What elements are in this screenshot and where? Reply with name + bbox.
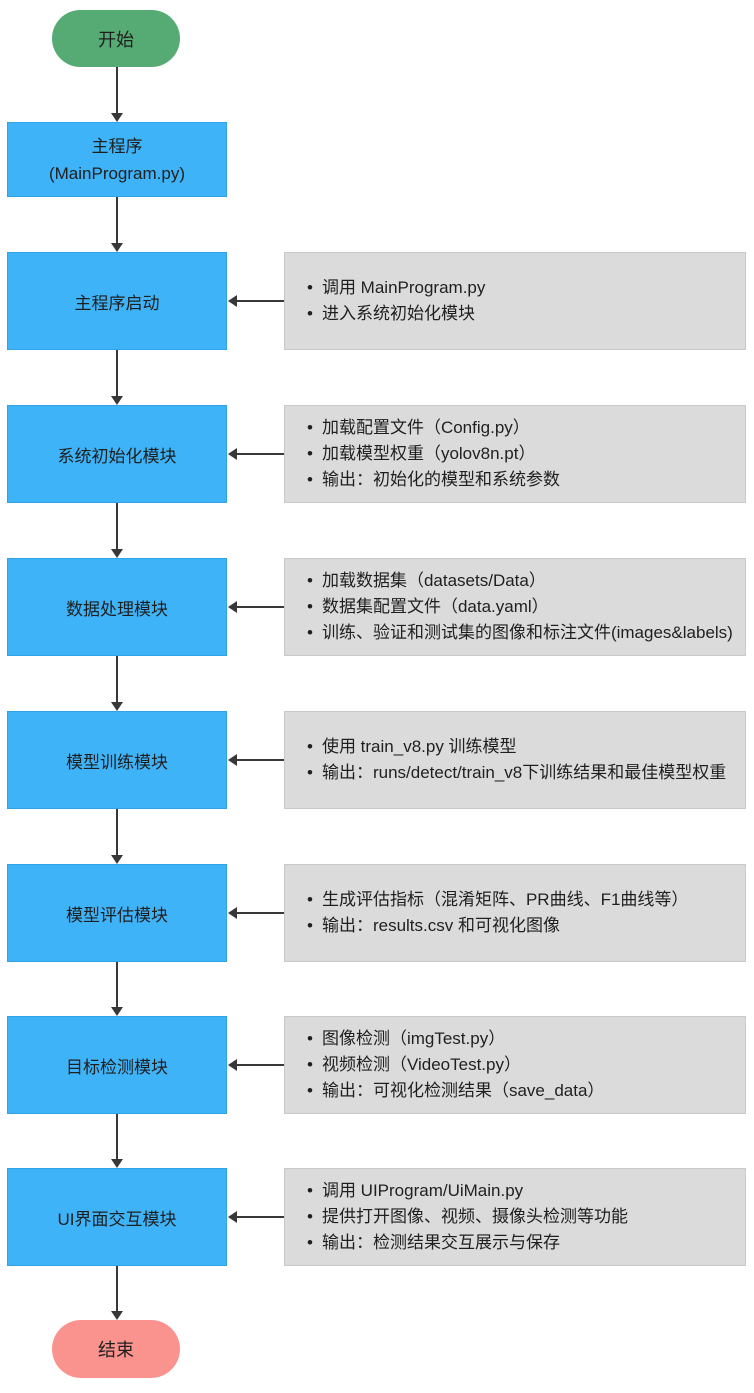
note-box: 调用 UIProgram/UiMain.py 提供打开图像、视频、摄像头检测等功… (284, 1168, 746, 1266)
note-box: 图像检测（imgTest.py） 视频检测（VideoTest.py） 输出：可… (284, 1016, 746, 1114)
note-box: 使用 train_v8.py 训练模型 输出：runs/detect/train… (284, 711, 746, 809)
note-bullet: 生成评估指标（混淆矩阵、PR曲线、F1曲线等） (307, 887, 741, 913)
flow-arrow-down-icon (111, 962, 123, 1016)
process-label: 模型训练模块 (66, 752, 168, 772)
process-label: 主程序 (MainProgram.py) (49, 133, 185, 187)
process-box-detect: 目标检测模块 (7, 1016, 227, 1114)
note-bullet: 输出：初始化的模型和系统参数 (307, 467, 741, 493)
flow-arrow-down-icon (111, 809, 123, 864)
process-box-ui: UI界面交互模块 (7, 1168, 227, 1266)
note-box: 生成评估指标（混淆矩阵、PR曲线、F1曲线等） 输出：results.csv 和… (284, 864, 746, 962)
arrow-left-icon (228, 754, 284, 766)
arrow-left-icon (228, 1059, 284, 1071)
note-bullet: 输出：runs/detect/train_v8下训练结果和最佳模型权重 (307, 760, 741, 786)
note-box: 加载配置文件（Config.py） 加载模型权重（yolov8n.pt） 输出：… (284, 405, 746, 503)
note-bullet: 图像检测（imgTest.py） (307, 1026, 741, 1052)
note-bullet: 输出：可视化检测结果（save_data） (307, 1078, 741, 1104)
process-label: 主程序启动 (74, 293, 160, 313)
note-bullet: 调用 MainProgram.py (307, 275, 741, 301)
process-box-train: 模型训练模块 (7, 711, 227, 809)
process-label: 模型评估模块 (66, 905, 168, 925)
note-bullet: 加载模型权重（yolov8n.pt） (307, 441, 741, 467)
arrow-left-icon (228, 295, 284, 307)
end-label: 结束 (98, 1340, 134, 1360)
start-terminal: 开始 (52, 10, 180, 67)
end-terminal: 结束 (52, 1320, 180, 1378)
flow-arrow-down-icon (111, 1114, 123, 1168)
process-label: UI界面交互模块 (57, 1209, 177, 1229)
note-bullet: 输出：检测结果交互展示与保存 (307, 1230, 741, 1256)
process-box-init: 系统初始化模块 (7, 405, 227, 503)
note-bullet: 视频检测（VideoTest.py） (307, 1052, 741, 1078)
flow-arrow-down-icon (111, 1266, 123, 1320)
arrow-left-icon (228, 1211, 284, 1223)
flow-arrow-down-icon (111, 197, 123, 252)
arrow-left-icon (228, 601, 284, 613)
process-box-eval: 模型评估模块 (7, 864, 227, 962)
process-label: 系统初始化模块 (57, 446, 177, 466)
note-bullet: 数据集配置文件（data.yaml） (307, 594, 741, 620)
flow-arrow-down-icon (111, 503, 123, 558)
process-box-startup: 主程序启动 (7, 252, 227, 350)
note-box: 调用 MainProgram.py 进入系统初始化模块 (284, 252, 746, 350)
flow-arrow-down-icon (111, 67, 123, 122)
arrow-left-icon (228, 448, 284, 460)
process-box-main-program: 主程序 (MainProgram.py) (7, 122, 227, 197)
process-label: 目标检测模块 (66, 1057, 168, 1077)
note-bullet: 训练、验证和测试集的图像和标注文件(images&labels) (307, 620, 741, 646)
flow-arrow-down-icon (111, 656, 123, 711)
note-box: 加载数据集（datasets/Data） 数据集配置文件（data.yaml） … (284, 558, 746, 656)
main-program-title: 主程序 (91, 136, 143, 156)
note-bullet: 进入系统初始化模块 (307, 301, 741, 327)
note-bullet: 加载数据集（datasets/Data） (307, 568, 741, 594)
arrow-left-icon (228, 907, 284, 919)
note-bullet: 提供打开图像、视频、摄像头检测等功能 (307, 1204, 741, 1230)
process-box-data: 数据处理模块 (7, 558, 227, 656)
main-program-filename: (MainProgram.py) (48, 163, 186, 183)
flow-arrow-down-icon (111, 350, 123, 405)
note-bullet: 使用 train_v8.py 训练模型 (307, 734, 741, 760)
note-bullet: 输出：results.csv 和可视化图像 (307, 913, 741, 939)
note-bullet: 调用 UIProgram/UiMain.py (307, 1178, 741, 1204)
process-label: 数据处理模块 (66, 599, 168, 619)
start-label: 开始 (98, 29, 134, 50)
note-bullet: 加载配置文件（Config.py） (307, 415, 741, 441)
